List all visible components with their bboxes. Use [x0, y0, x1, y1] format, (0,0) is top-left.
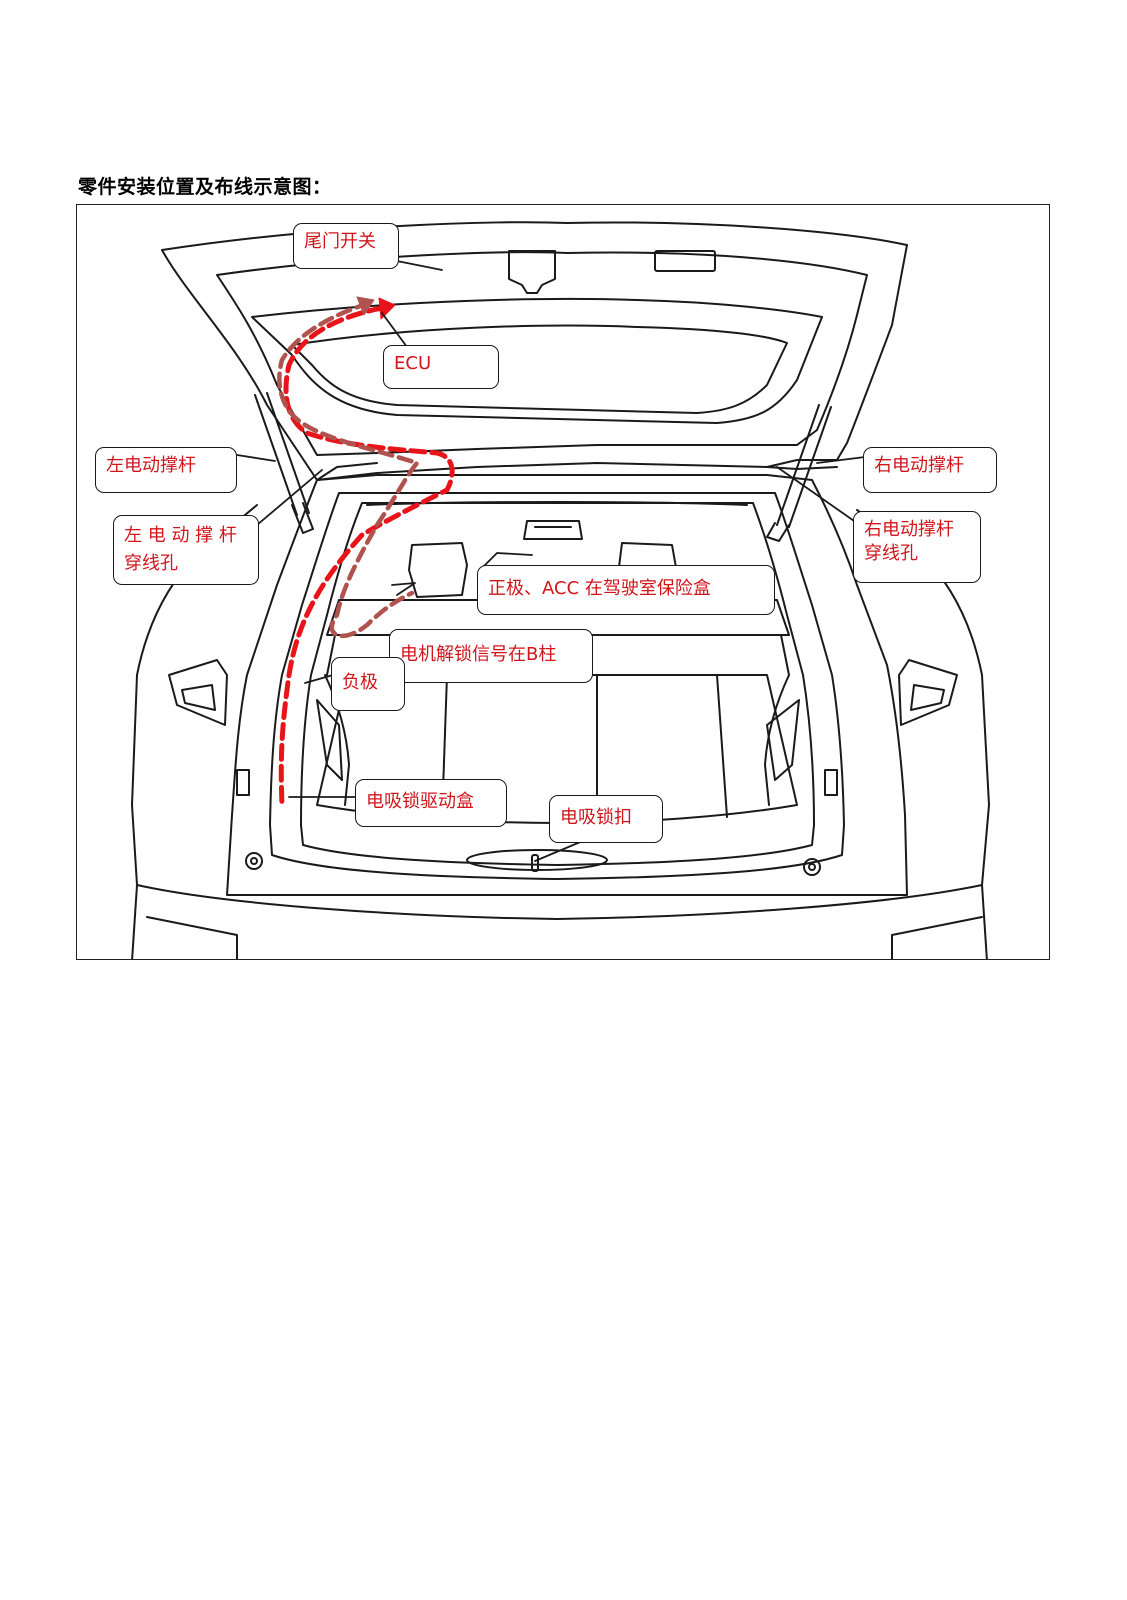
rear-window	[251, 297, 823, 424]
callout-left-strut-label: 左电动撑杆	[106, 455, 196, 476]
leader-positive-acc	[482, 552, 533, 568]
wiring-arrowhead-primary	[378, 297, 396, 320]
callout-negative-label: 负极	[342, 672, 378, 693]
trunk-opening-seal	[300, 502, 815, 866]
tailgate-inner-outline	[216, 251, 868, 456]
wiring-route-secondary	[277, 300, 420, 638]
wiring-arrowhead-secondary	[356, 296, 375, 316]
rear-window-inner	[291, 324, 788, 414]
leader-motor-unlock	[391, 582, 416, 596]
callout-latch-striker: 电吸锁扣	[549, 795, 663, 843]
rear-headrest-left	[408, 542, 468, 598]
callout-positive-acc-label: 正极、ACC 在驾驶室保险盒	[488, 578, 711, 599]
callout-right-strut-label: 右电动撑杆	[874, 455, 964, 476]
tailgate-outline	[161, 221, 908, 481]
rear-bumper	[131, 884, 988, 959]
callout-right-strut-hole: 右电动撑杆 穿线孔	[853, 511, 981, 583]
left-strut	[254, 392, 310, 516]
callout-negative: 负极	[331, 657, 405, 711]
callout-right-strut-hole-line1: 右电动撑杆	[864, 519, 954, 540]
right-strut	[776, 404, 832, 528]
leader-right-strut-hole	[776, 466, 858, 524]
right-bumper-bolt	[803, 858, 821, 876]
tailgate-handle-recess	[508, 250, 556, 294]
right-side-panel-cutout	[766, 699, 800, 781]
left-tail-light	[168, 659, 228, 726]
wiring-route-primary	[278, 305, 455, 808]
callout-tailgate-switch-label: 尾门开关	[304, 231, 376, 252]
cargo-lamp	[523, 520, 583, 540]
page-title: 零件安装位置及布线示意图：	[78, 176, 332, 198]
callout-tailgate-switch: 尾门开关	[293, 223, 399, 269]
leader-negative	[304, 674, 334, 684]
callout-left-strut-hole-line2: 穿线孔	[124, 553, 178, 574]
callout-ecu: ECU	[383, 345, 499, 389]
callout-left-strut-hole: 左 电 动 撑 杆 穿线孔	[113, 515, 259, 585]
left-side-panel-cutout	[316, 699, 343, 781]
callout-right-strut: 右电动撑杆	[863, 447, 997, 493]
callout-latch-striker-label: 电吸锁扣	[560, 807, 632, 828]
leader-ecu	[381, 312, 408, 348]
leader-left-strut-hole	[256, 469, 323, 526]
left-reflector	[236, 769, 250, 796]
leader-left-strut	[236, 454, 276, 462]
callout-left-strut: 左电动撑杆	[95, 447, 237, 493]
callout-motor-unlock-label: 电机解锁信号在B柱	[400, 644, 557, 665]
body-opening-inner	[269, 492, 845, 880]
leader-right-strut	[816, 456, 866, 464]
callout-left-strut-hole-line1: 左 电 动 撑 杆	[124, 525, 237, 546]
body-opening-outer	[226, 474, 908, 896]
callout-right-strut-hole-line2: 穿线孔	[864, 543, 918, 564]
license-lamp	[654, 250, 716, 272]
callout-latch-driver-box: 电吸锁驱动盒	[355, 779, 507, 827]
callout-ecu-label: ECU	[394, 353, 432, 374]
right-reflector	[824, 769, 838, 796]
callout-motor-unlock: 电机解锁信号在B柱	[389, 629, 593, 683]
right-tail-light	[898, 659, 958, 726]
callout-latch-driver-box-label: 电吸锁驱动盒	[366, 791, 474, 812]
wiring-diagram-figure: 尾门开关 ECU 左电动撑杆 左 电 动 撑 杆 穿线孔 右电动撑杆 右电动撑杆…	[76, 204, 1050, 960]
callout-positive-acc: 正极、ACC 在驾驶室保险盒	[477, 565, 775, 615]
left-bumper-bolt	[245, 852, 263, 870]
